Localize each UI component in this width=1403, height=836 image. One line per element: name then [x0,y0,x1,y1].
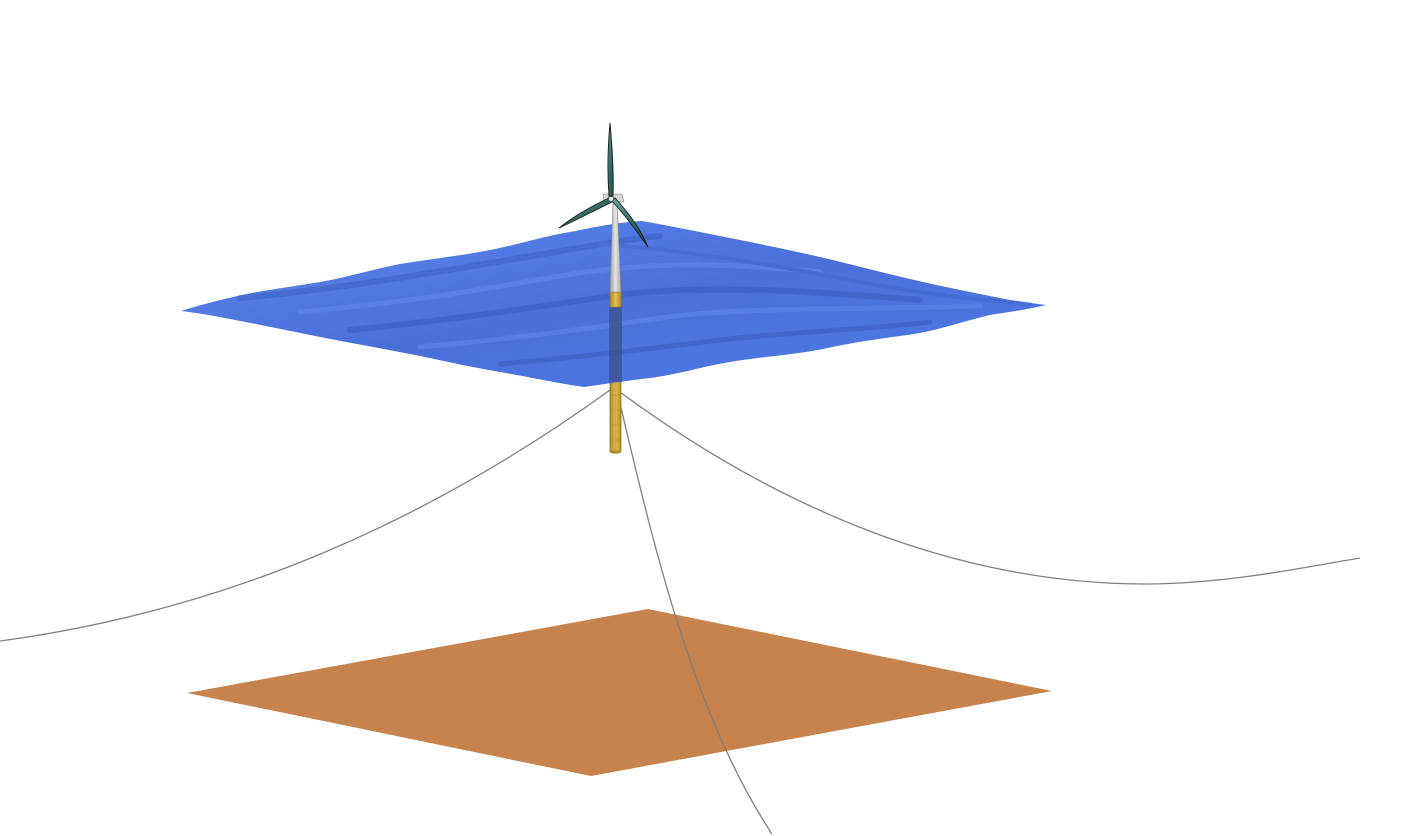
turbine-blade-right[interactable] [611,197,649,248]
mooring-line-bottom[interactable] [617,394,773,835]
turbine-blade-left[interactable] [558,197,613,229]
mooring-line-left[interactable] [0,389,611,642]
seabed-plane [187,609,1052,776]
mooring-line-right[interactable] [619,391,1361,585]
turbine-blade-up[interactable] [607,122,614,197]
turbine-hub [608,196,614,202]
mooring-lines [0,389,1361,835]
turbine-rotor[interactable] [558,122,649,248]
spar-buoy[interactable] [609,379,622,454]
transition-piece [609,291,622,308]
spar-buoy-submerged-visible [609,307,622,382]
